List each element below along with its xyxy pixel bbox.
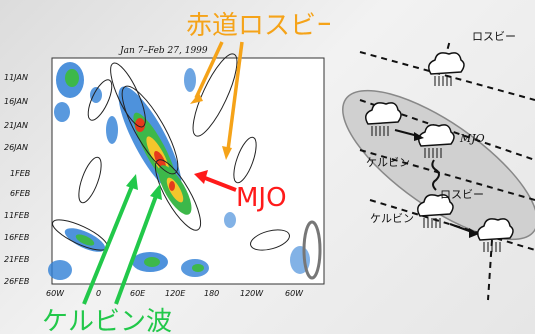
data-field <box>48 62 310 280</box>
x-axis: 60W 0 60E 120E 180 120W 60W <box>46 289 304 298</box>
y-tick-label: 16JAN <box>4 97 28 106</box>
x-tick-label: 120E <box>165 289 186 298</box>
y-tick-label: 11JAN <box>4 73 28 82</box>
schematic-panel: ロスビー MJO ケルビン ロスビー ケルビン <box>342 30 535 301</box>
y-tick-label: 21JAN <box>4 121 28 130</box>
cloud-icon <box>418 124 455 158</box>
y-tick-label: 1FEB <box>10 169 30 178</box>
mjo-envelope <box>342 89 535 241</box>
y-tick-label: 6FEB <box>10 189 30 198</box>
kelvin-arrows <box>82 174 162 305</box>
highlight-contour <box>302 220 322 280</box>
rossby-arrows <box>190 41 244 160</box>
x-tick-label: 180 <box>204 289 219 298</box>
kelvin-wave-label: ケルビン波 <box>42 307 172 334</box>
y-tick-label: 21FEB <box>4 255 29 264</box>
y-tick-label: 11FEB <box>4 211 29 220</box>
mjo-label: MJO <box>236 183 287 213</box>
y-tick-label: 26FEB <box>4 277 29 286</box>
y-axis: 11JAN 16JAN 21JAN 26JAN 1FEB 6FEB 11FEB … <box>4 73 30 286</box>
rossby-mid-label: ロスビー <box>440 188 484 201</box>
kelvin-label-2: ケルビン <box>370 212 414 225</box>
mjo-arrow <box>194 170 237 192</box>
y-tick-label: 26JAN <box>4 143 28 152</box>
hovmoller-panel: Jan 7–Feb 27, 1999 <box>4 11 330 334</box>
x-tick-label: 60W <box>285 289 304 298</box>
x-tick-label: 60W <box>46 289 65 298</box>
rossby-wave-label: 赤道ロスビー波 <box>186 11 330 41</box>
cloud-icon <box>417 194 454 228</box>
cloud-icon <box>477 218 514 252</box>
cloud-icon <box>365 102 402 136</box>
flow-arrows <box>394 129 479 238</box>
x-tick-label: 60E <box>130 289 146 298</box>
plot-title: Jan 7–Feb 27, 1999 <box>118 46 208 56</box>
rossby-top-label: ロスビー <box>472 30 516 43</box>
y-tick-label: 16FEB <box>4 233 29 242</box>
x-tick-label: 0 <box>96 289 101 298</box>
kelvin-label-1: ケルビン <box>366 156 410 169</box>
mjo-schematic-label: MJO <box>459 132 485 145</box>
x-tick-label: 120W <box>240 289 264 298</box>
cloud-icon <box>428 52 465 86</box>
